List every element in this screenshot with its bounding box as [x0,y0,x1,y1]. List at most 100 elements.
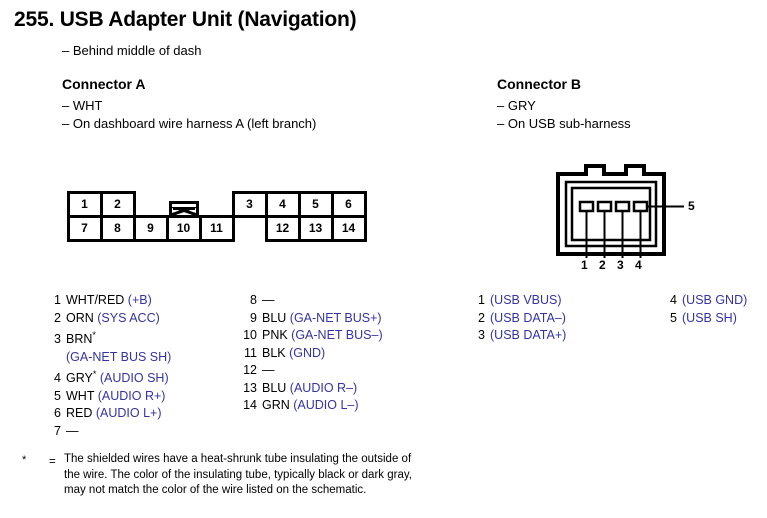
pin-list-row: 2 ORN (SYS ACC) [50,310,171,328]
pin-unused-dash: — [262,363,275,377]
contact-3 [614,200,631,213]
pin-cell-9: 9 [132,214,169,242]
pin-cell-13: 13 [297,214,334,242]
footnote-equals: = [49,456,56,468]
pin-cell-14: 14 [330,214,367,242]
pin-number: 4 [54,371,61,386]
pin-wire-color: WHT/RED [66,293,125,307]
page-title: 255. USB Adapter Unit (Navigation) [14,8,357,31]
pin-list-row: 9 BLU (GA-NET BUS+) [240,310,383,328]
pin-number: 9 [250,310,257,325]
pin-list-row: 5 (USB SH) [668,310,747,328]
connector-b-color: – GRY [497,98,536,113]
pin-wire-color: BRN [66,332,93,347]
connector-b-pin-list-column-2: 4 (USB GND) 5 (USB SH) [668,292,747,327]
pin-unused-dash: — [66,423,79,438]
pin-number: 1 [54,293,61,307]
connector-b-heading: Connector B [497,76,581,92]
pin-number: 10 [243,328,257,342]
connector-inner-housing [570,186,652,242]
pin-number: 11 [244,345,257,360]
pin-list-row: 7— [50,423,171,441]
pin-cell-11: 11 [198,214,235,242]
pin-wire-color: GRY [66,371,93,386]
footnote-text: The shielded wires have a heat-shrunk tu… [64,453,412,496]
pin-wire-color: PNK [262,328,288,342]
pin-list-row: 4 (USB GND) [668,292,747,310]
pin-number: 3 [54,332,61,347]
footnote-marker: * [92,369,97,380]
pin-list-row: 11 BLK (GND) [240,345,383,363]
pin-number: 5 [54,388,61,403]
pin-function: (USB GND) [682,293,748,307]
footnote-star-symbol: * [22,454,27,466]
pin-list-row: 8— [240,292,383,310]
locking-tab-symbol [167,192,200,218]
connector-b-pin-label-4: 4 [635,258,642,272]
pin-number: 13 [243,380,257,395]
pin-cell-empty [132,191,169,218]
pin-number: 7 [54,423,61,438]
pin-function: (AUDIO SH) [96,371,169,386]
pin-cell-12: 12 [264,214,301,242]
pin-function: (AUDIO R–) [286,380,358,395]
connector-a-heading: Connector A [62,76,146,92]
pin-list-row: 3 (USB DATA+) [476,327,566,345]
pin-cell-empty [198,191,235,218]
pin-cell-1: 1 [66,190,103,218]
pin-list-row: 6 RED (AUDIO L+) [50,405,171,423]
pin-wire-color: GRN [262,398,290,412]
pin-function: (AUDIO L–) [289,398,359,412]
pin-function-continuation: (GA-NET BUS SH) [66,349,172,364]
connector-b-pin-label-5: 5 [688,199,695,213]
connector-b-harness: – On USB sub-harness [497,116,631,131]
pin-cell-7: 7 [66,214,103,242]
pin-number: 3 [478,328,485,342]
pin-unused-dash: — [262,293,275,307]
pin-function: (AUDIO L+) [92,406,162,421]
pin-list-row: 1 WHT/RED (+B) [50,292,171,310]
pin-cell-empty [231,214,268,242]
pin-wire-color: BLU [262,310,287,325]
pin-cell-8: 8 [99,214,136,242]
pin-number: 14 [243,398,257,412]
connector-a-harness: – On dashboard wire harness A (left bran… [62,116,317,131]
pin-list-row: 1(USB VBUS) [476,292,566,310]
pin-cell-10: 10 [165,214,202,242]
pin-list-row: 4 GRY* (AUDIO SH) [50,366,171,388]
pin-function: (SYS ACC) [93,310,160,325]
pin-number: 12 [243,363,257,377]
pin-function: (GND) [285,345,326,360]
pin-function: (+B) [124,293,152,307]
pin-number: 5 [670,310,677,325]
pin-list-row: 2(USB DATA–) [476,310,566,328]
pin-cell-4: 4 [264,190,301,218]
footnote-marker: * [92,330,96,340]
connector-b-pin-list-column-1: 1(USB VBUS)2(USB DATA–)3 (USB DATA+) [476,292,566,345]
pin-number: 4 [670,293,677,307]
pin-list-row: 12 — [240,362,383,380]
contact-1 [578,200,595,213]
pin-number: 8 [250,293,257,307]
contact-2 [596,200,613,213]
pin-cell-3: 3 [231,190,268,218]
pin-cell-6: 6 [330,190,367,218]
pin-wire-color: WHT [66,388,95,403]
pin-number: 6 [54,406,61,421]
pin-wire-color: BLK [262,345,286,360]
connector-b-pin-label-1: 1 [581,258,588,272]
connector-b-svg [556,164,684,258]
connector-b-pin-diagram: 1 2 3 4 5 [556,162,706,272]
pin-function: (GA-NET BUS+) [286,310,382,325]
pin-number: 2 [54,310,61,325]
pin-wire-color: ORN [66,310,94,325]
pin-function: (USB DATA+) [490,328,567,342]
pin-function: (AUDIO R+) [94,388,166,403]
pin-function: (USB VBUS) [490,293,562,307]
location-note: – Behind middle of dash [62,43,202,58]
pin-function: (USB SH) [682,310,737,325]
pin-wire-color: RED [66,406,93,421]
